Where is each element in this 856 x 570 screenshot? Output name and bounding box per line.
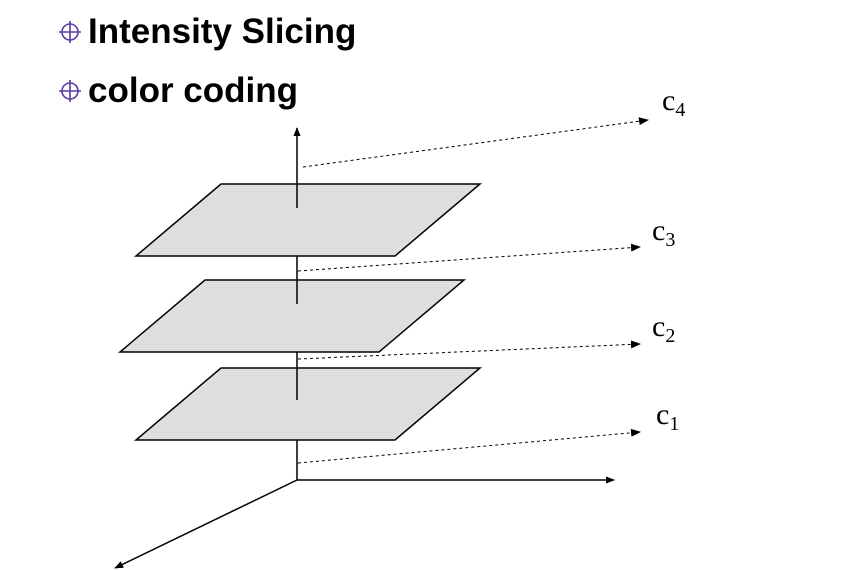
slice-plane-3 <box>133 183 483 257</box>
slice-plane-2 <box>117 279 467 353</box>
crosshair-circle-icon <box>59 21 81 43</box>
bullet-text: color coding <box>88 71 298 110</box>
label-c3: c3 <box>652 214 676 251</box>
y-axis-diagonal <box>114 479 298 569</box>
dashed-arrow-c4 <box>302 117 649 168</box>
slice-plane-1 <box>133 367 483 441</box>
label-c4: c4 <box>662 84 686 121</box>
bullet-list: Intensity Slicing color coding <box>58 10 356 128</box>
label-c1: c1 <box>656 398 680 435</box>
crosshair-circle-icon <box>59 80 81 102</box>
label-c2: c2 <box>652 310 676 347</box>
bullet-color-coding: color coding <box>58 69 356 113</box>
bullet-intensity-slicing: Intensity Slicing <box>58 10 356 54</box>
bullet-text: Intensity Slicing <box>88 12 357 51</box>
